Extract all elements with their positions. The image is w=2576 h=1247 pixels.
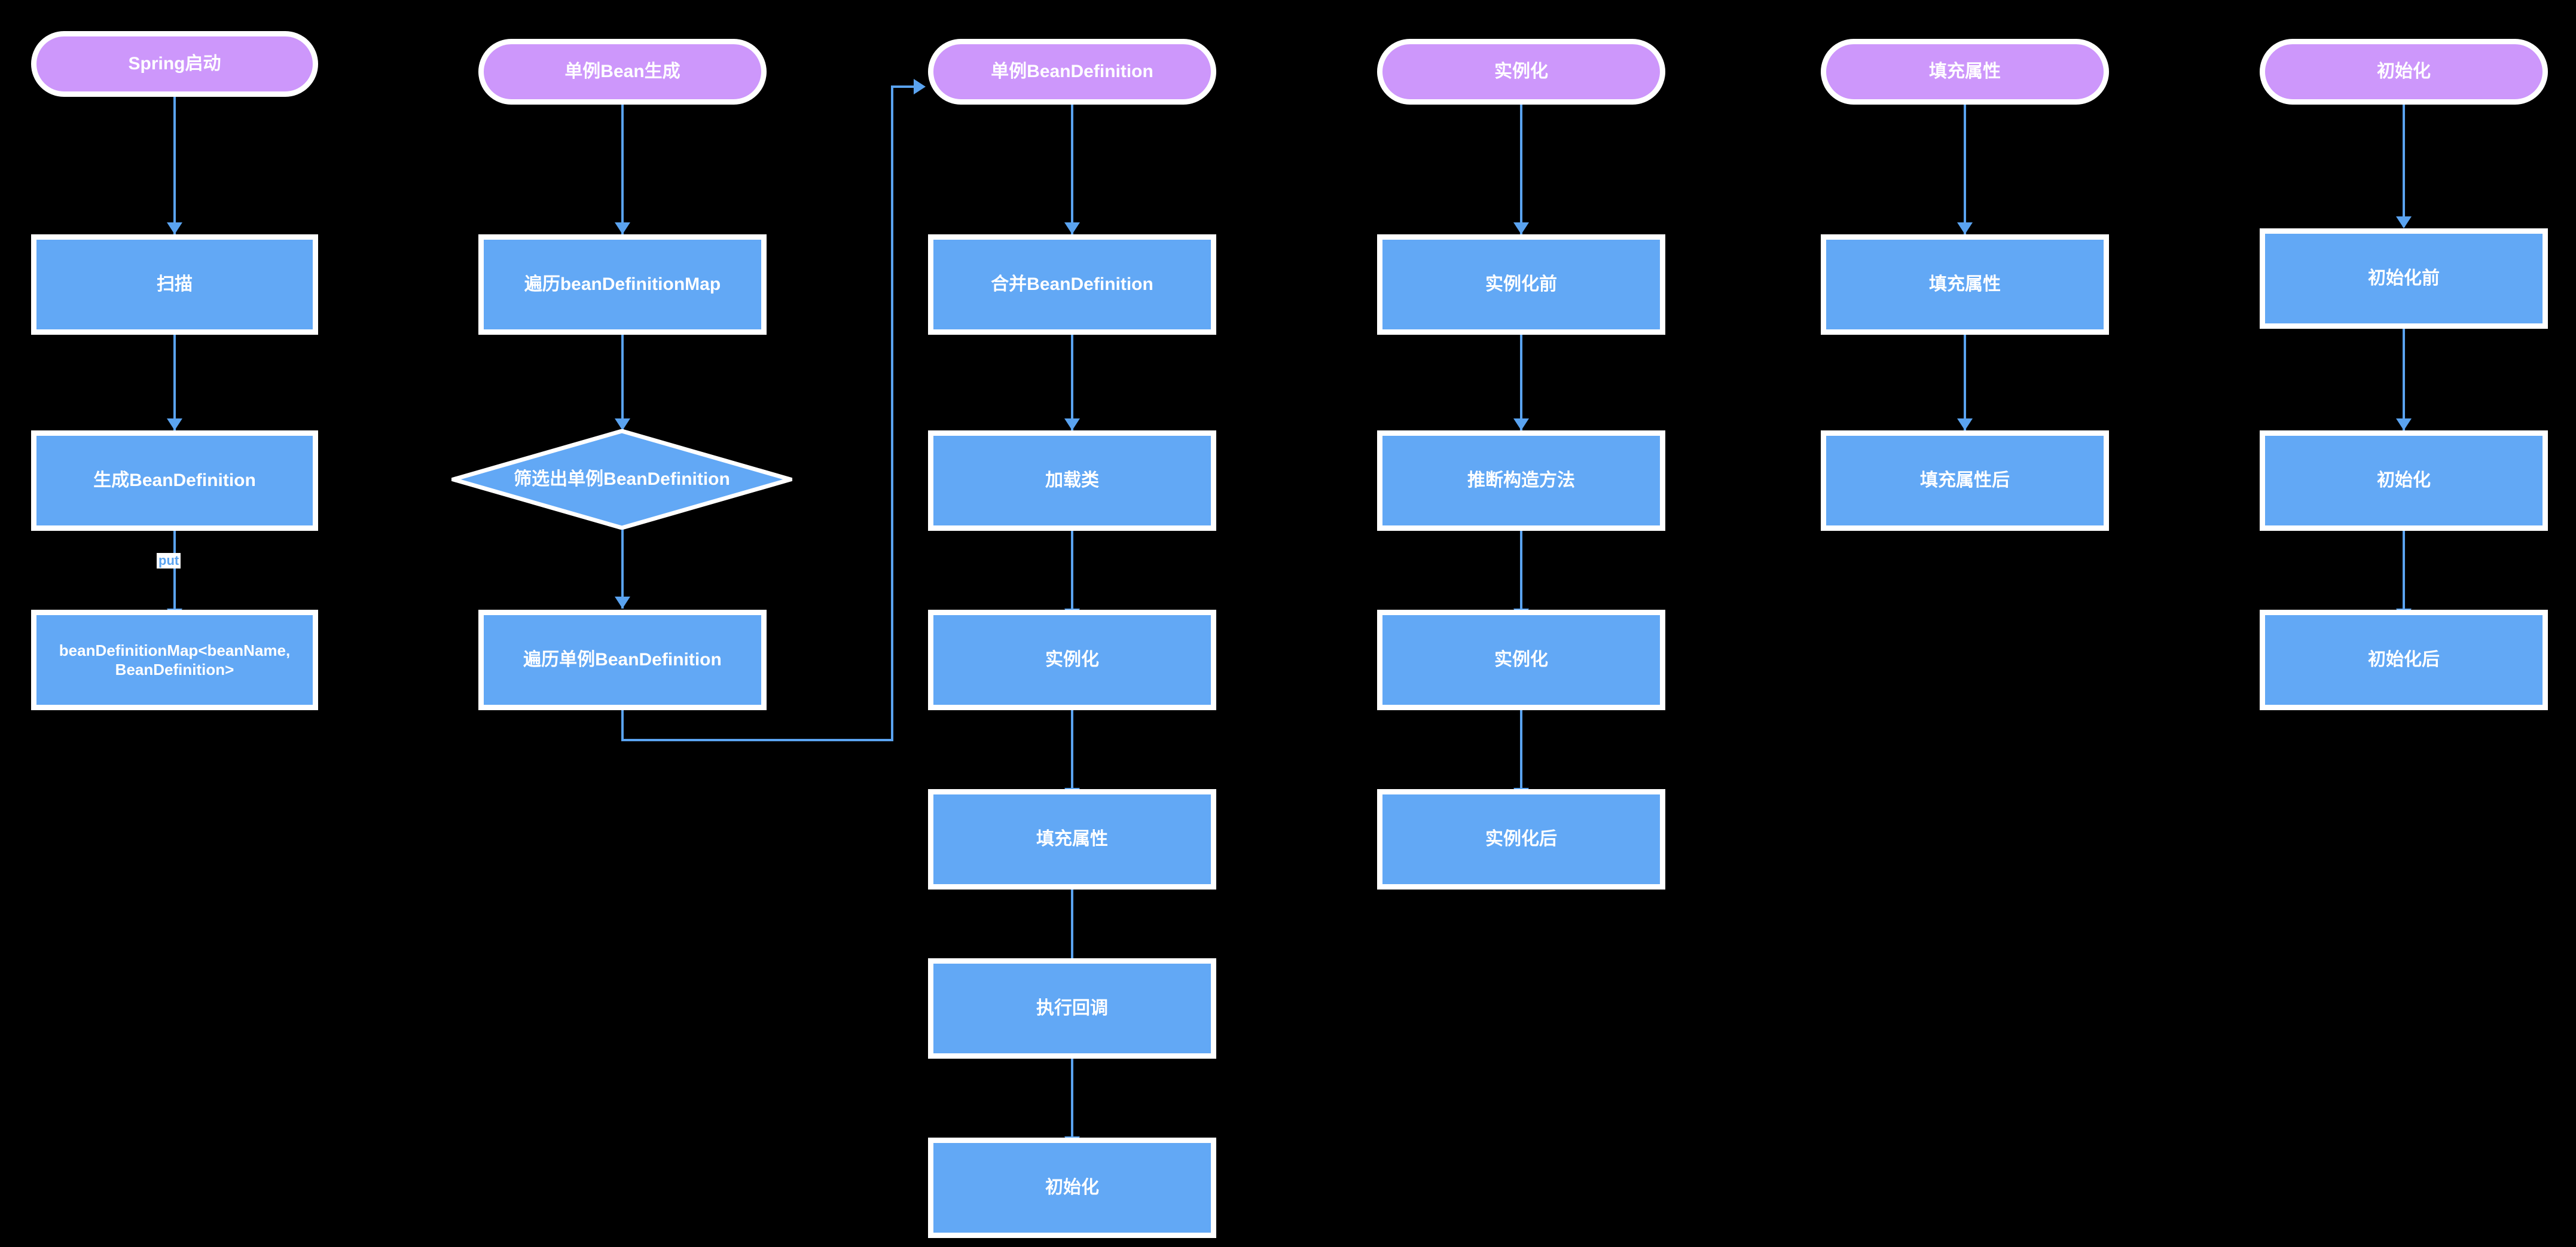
edge-populate-to-after-populate <box>1964 335 1966 430</box>
edge-startup-to-scan <box>173 97 176 234</box>
arrowhead-down-icon <box>167 418 182 430</box>
edge-loopback-seg-up <box>891 85 893 741</box>
node-scan[interactable]: 扫描 <box>31 234 318 335</box>
node-label: 填充属性 <box>1929 274 2001 295</box>
node-instantiate[interactable]: 实例化 <box>928 610 1216 710</box>
edge-populate-header-to-populate <box>1964 105 1966 234</box>
node-load-class[interactable]: 加载类 <box>928 430 1216 531</box>
node-label: 填充属性后 <box>1920 470 2010 491</box>
node-traverse-singleton-beandefinition[interactable]: 遍历单例BeanDefinition <box>478 610 767 710</box>
arrowhead-down-icon <box>1957 418 1973 430</box>
node-label: 生成BeanDefinition <box>93 470 256 491</box>
node-label: 遍历单例BeanDefinition <box>523 650 722 670</box>
node-after-instantiation[interactable]: 实例化后 <box>1377 789 1665 890</box>
node-label: beanDefinitionMap<beanName, BeanDefiniti… <box>59 641 291 679</box>
arrowhead-down-icon <box>1064 418 1080 430</box>
node-label: 初始化 <box>1045 1178 1099 1198</box>
arrowhead-down-icon <box>615 418 630 430</box>
node-generate-beandefinition[interactable]: 生成BeanDefinition <box>31 430 318 531</box>
arrowhead-down-icon <box>1064 222 1080 234</box>
edge-loadclass-to-instantiate <box>1071 531 1073 621</box>
node-label: 扫描 <box>157 274 193 295</box>
node-merge-beandefinition[interactable]: 合并BeanDefinition <box>928 234 1216 335</box>
edge-label-put: put <box>157 553 181 569</box>
node-populate-properties[interactable]: 填充属性 <box>928 789 1216 890</box>
node-before-initialization[interactable]: 初始化前 <box>2260 228 2548 329</box>
node-label: 执行回调 <box>1036 998 1108 1019</box>
edge-callback-to-init <box>1071 1059 1073 1148</box>
node-label: 合并BeanDefinition <box>991 274 1153 295</box>
node-label: 初始化 <box>2377 470 2431 491</box>
arrowhead-down-icon <box>167 222 182 234</box>
node-spring-startup[interactable]: Spring启动 <box>31 31 318 97</box>
node-before-instantiation[interactable]: 实例化前 <box>1377 234 1665 335</box>
arrowhead-down-icon <box>1513 418 1529 430</box>
edge-instantiate-to-populate <box>1071 710 1073 800</box>
edge-init-to-after-init <box>2403 531 2405 621</box>
node-populate-header[interactable]: 填充属性 <box>1821 39 2109 105</box>
node-label: 初始化前 <box>2368 268 2440 289</box>
node-label: 实例化 <box>1494 650 1548 670</box>
arrowhead-down-icon <box>1513 222 1529 234</box>
edge-traverse-to-filter <box>621 335 624 430</box>
edge-init-header-to-before-init <box>2403 105 2405 227</box>
node-label: 加载类 <box>1045 470 1099 491</box>
node-label: 实例化 <box>1045 650 1099 670</box>
edge-loopback-seg-right <box>621 739 893 741</box>
edge-loopback-seg-down <box>621 710 624 741</box>
node-label: 实例化前 <box>1485 274 1557 295</box>
edge-filter-to-traverse-singleton <box>621 530 624 609</box>
node-traverse-beandefinitionmap[interactable]: 遍历beanDefinitionMap <box>478 234 767 335</box>
arrowhead-down-icon <box>1957 222 1973 234</box>
node-singleton-bean-creation[interactable]: 单例Bean生成 <box>478 39 767 105</box>
edge-scan-to-generate-bd <box>173 335 176 430</box>
node-label: 初始化 <box>2377 62 2431 82</box>
edge-populate-to-callback <box>1071 890 1073 979</box>
node-label: 遍历beanDefinitionMap <box>524 274 721 295</box>
node-label: 初始化后 <box>2368 650 2440 670</box>
edge-generate-bd-to-map <box>173 531 176 621</box>
edge-before-init-to-init <box>2403 329 2405 430</box>
node-label: 单例Bean生成 <box>564 62 680 82</box>
node-filter-singleton-beandefinition[interactable]: 筛选出单例BeanDefinition <box>451 429 792 530</box>
node-after-initialization[interactable]: 初始化后 <box>2260 610 2548 710</box>
arrowhead-down-icon <box>615 597 630 609</box>
arrowhead-down-icon <box>615 222 630 234</box>
edge-sbd-to-merge <box>1071 105 1073 234</box>
node-initialization-step[interactable]: 初始化 <box>2260 430 2548 531</box>
node-execute-callback[interactable]: 执行回调 <box>928 958 1216 1059</box>
diamond-shape-icon <box>451 429 792 530</box>
node-instantiate-step[interactable]: 实例化 <box>1377 610 1665 710</box>
node-label: 推断构造方法 <box>1467 470 1575 491</box>
arrowhead-down-icon <box>2396 418 2412 430</box>
node-instantiation-header[interactable]: 实例化 <box>1377 39 1665 105</box>
arrowhead-down-icon <box>2396 216 2412 228</box>
node-label: 筛选出单例BeanDefinition <box>514 469 730 490</box>
node-label: 单例BeanDefinition <box>991 62 1153 82</box>
edge-instantiate-to-after <box>1520 710 1522 800</box>
node-initialization-header[interactable]: 初始化 <box>2260 39 2548 105</box>
edge-creation-to-traverse-map <box>621 105 624 234</box>
node-initialize[interactable]: 初始化 <box>928 1138 1216 1238</box>
node-label: Spring启动 <box>128 54 221 74</box>
node-label: 实例化 <box>1494 62 1548 82</box>
edge-inst-to-before <box>1520 105 1522 234</box>
edge-merge-to-loadclass <box>1071 335 1073 430</box>
node-populate-step[interactable]: 填充属性 <box>1821 234 2109 335</box>
node-infer-constructor[interactable]: 推断构造方法 <box>1377 430 1665 531</box>
node-label: 填充属性 <box>1036 829 1108 849</box>
node-after-populate[interactable]: 填充属性后 <box>1821 430 2109 531</box>
node-beandefinitionmap[interactable]: beanDefinitionMap<beanName, BeanDefiniti… <box>31 610 318 710</box>
node-singleton-beandefinition[interactable]: 单例BeanDefinition <box>928 39 1216 105</box>
arrowhead-right-icon <box>914 79 926 94</box>
node-label: 实例化后 <box>1485 829 1557 849</box>
edge-loopback-seg-in <box>891 85 918 88</box>
edge-infer-ctor-to-instantiate <box>1520 531 1522 621</box>
node-label: 填充属性 <box>1929 62 2001 82</box>
edge-before-to-infer-ctor <box>1520 335 1522 430</box>
